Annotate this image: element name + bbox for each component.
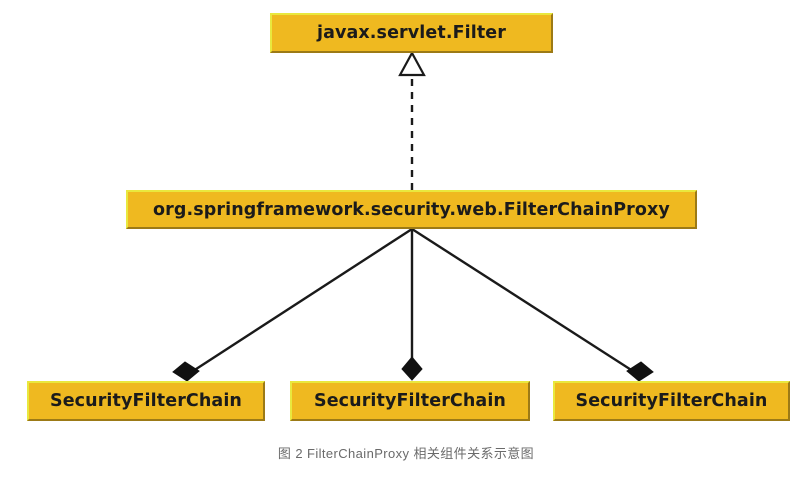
class-box-label: SecurityFilterChain	[50, 391, 242, 411]
filled-diamond-icon	[172, 361, 200, 382]
edge-composition-2	[401, 229, 423, 381]
filled-diamond-icon	[626, 361, 654, 382]
class-box-security-filter-chain-1[interactable]: SecurityFilterChain	[27, 381, 265, 421]
class-box-security-filter-chain-2[interactable]: SecurityFilterChain	[290, 381, 530, 421]
edge-composition-1	[172, 227, 413, 382]
edge-composition-3	[411, 227, 654, 382]
hollow-triangle-icon	[398, 50, 426, 77]
composition-line-1	[189, 227, 413, 375]
class-box-security-filter-chain-3[interactable]: SecurityFilterChain	[553, 381, 790, 421]
class-box-label: SecurityFilterChain	[575, 391, 768, 411]
edge-realization	[398, 50, 426, 190]
filled-diamond-icon	[401, 356, 423, 381]
class-box-label: javax.servlet.Filter	[317, 23, 506, 43]
figure-caption: 图 2 FilterChainProxy 相关组件关系示意图	[277, 446, 535, 461]
class-box-filter-chain-proxy[interactable]: org.springframework.security.web.FilterC…	[126, 190, 697, 229]
composition-line-3	[411, 227, 637, 375]
class-box-label: SecurityFilterChain	[314, 391, 506, 411]
class-box-label: org.springframework.security.web.FilterC…	[153, 199, 670, 220]
class-box-javax-servlet-filter[interactable]: javax.servlet.Filter	[270, 13, 553, 53]
